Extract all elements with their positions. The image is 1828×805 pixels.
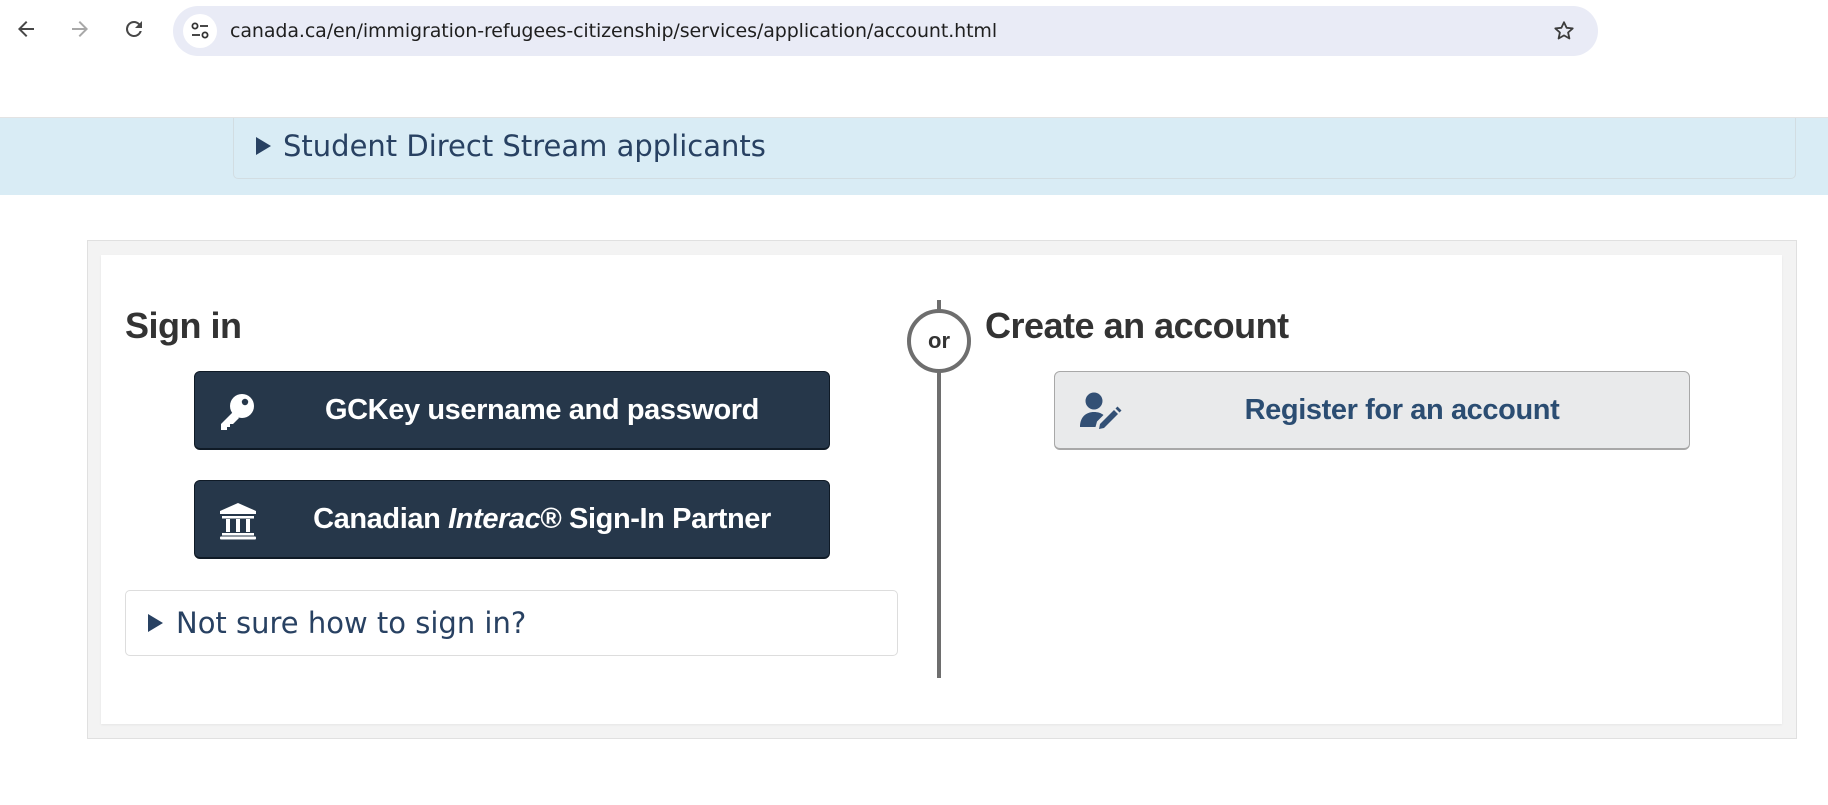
sds-details: Student Direct Stream applicants (233, 118, 1796, 179)
tune-icon (191, 22, 209, 39)
interac-label-brand: Interac (448, 503, 541, 535)
sign-in-heading: Sign in (125, 305, 242, 346)
sign-in-panel: Sign in GCKey username and password Cana… (87, 240, 1797, 739)
triangle-right-icon (256, 137, 271, 155)
sds-summary-label: Student Direct Stream applicants (283, 129, 766, 163)
reload-button[interactable] (118, 13, 150, 45)
vertical-divider (937, 300, 941, 678)
key-icon (221, 394, 254, 430)
sign-in-help-label: Not sure how to sign in? (176, 606, 527, 640)
bookmark-star-icon[interactable] (1552, 19, 1576, 43)
browser-toolbar: canada.ca/en/immigration-refugees-citize… (0, 0, 1828, 62)
url-text[interactable]: canada.ca/en/immigration-refugees-citize… (230, 20, 998, 42)
user-edit-icon (1080, 392, 1122, 429)
interac-label-prefix: Canadian (313, 503, 449, 535)
address-bar[interactable]: canada.ca/en/immigration-refugees-citize… (173, 6, 1598, 56)
site-info-button[interactable] (183, 14, 217, 48)
sign-in-help-toggle[interactable]: Not sure how to sign in? (148, 603, 526, 643)
sds-section: Student Direct Stream applicants (0, 117, 1828, 195)
interac-label-suffix: ® Sign-In Partner (540, 503, 771, 535)
sign-in-help-details: Not sure how to sign in? (125, 590, 898, 656)
gckey-button-label: GCKey username and password (324, 394, 759, 426)
arrow-left-icon (18, 21, 34, 37)
reload-icon (126, 20, 142, 37)
sds-summary-toggle[interactable]: Student Direct Stream applicants (256, 126, 766, 166)
register-button[interactable]: Register for an account (1054, 371, 1690, 450)
interac-button[interactable]: Canadian Interac® Sign-In Partner (194, 480, 830, 559)
register-button-label: Register for an account (1244, 394, 1560, 426)
gckey-button[interactable]: GCKey username and password (194, 371, 830, 450)
triangle-right-icon (148, 614, 163, 632)
back-button[interactable] (10, 13, 42, 45)
interac-button-label: Canadian Interac® Sign-In Partner (265, 481, 819, 558)
forward-button[interactable] (64, 13, 96, 45)
or-separator: or (907, 309, 971, 373)
arrow-right-icon (72, 21, 88, 37)
create-account-heading: Create an account (985, 305, 1289, 346)
bank-icon (220, 503, 256, 540)
sign-in-panel-body: Sign in GCKey username and password Cana… (101, 255, 1782, 724)
